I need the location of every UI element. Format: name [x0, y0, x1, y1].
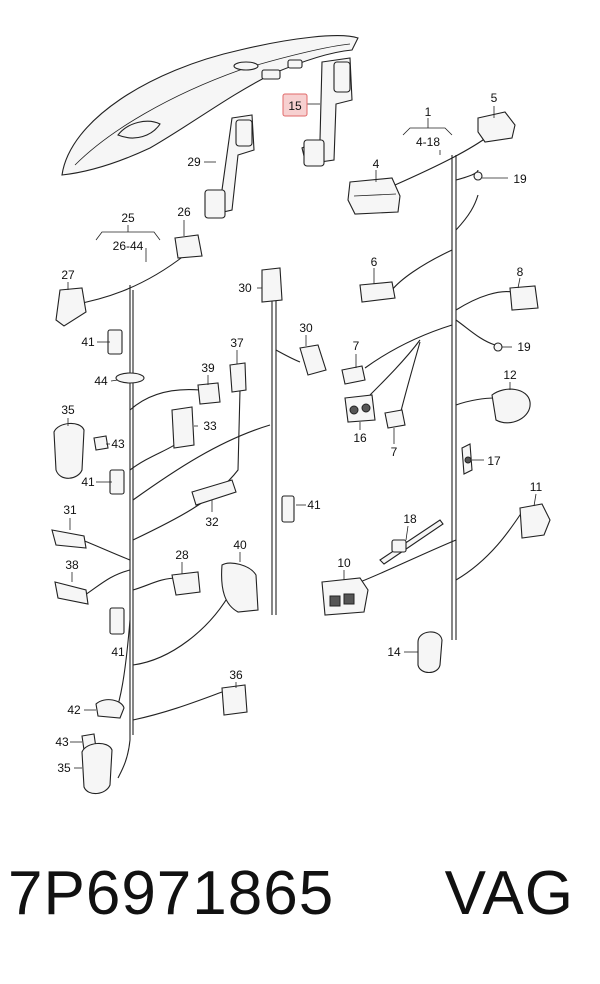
callout-31: 31	[63, 503, 77, 517]
bracket-29	[204, 114, 255, 219]
callout-18: 18	[403, 512, 417, 526]
callout-17: 17	[487, 454, 501, 468]
callout-27: 27	[61, 268, 75, 282]
bracket-15	[301, 57, 353, 167]
callout-11: 11	[530, 480, 543, 494]
callout-5: 5	[491, 91, 498, 105]
callout-41c: 41	[307, 498, 321, 512]
trim-panel	[61, 35, 359, 176]
callout-41a: 41	[81, 335, 95, 349]
callout-40: 40	[233, 538, 247, 552]
brand-name: VAG	[444, 859, 574, 928]
callout-15: 15	[288, 99, 302, 113]
callout-25-range: 26-44	[113, 239, 144, 253]
callout-labels: 1 4-18 5 4 19 6 8 19 7 12 16 7 17 11 18 …	[55, 91, 542, 775]
callout-39: 39	[201, 361, 215, 375]
callout-43a: 43	[111, 437, 125, 451]
highlight-box-15	[282, 93, 308, 117]
callout-35b: 35	[57, 761, 71, 775]
callout-36: 36	[229, 668, 243, 682]
callout-30a: 30	[238, 281, 252, 295]
callout-38: 38	[65, 558, 79, 572]
footer: 7P6971865 VAG	[0, 858, 600, 968]
callout-44: 44	[94, 374, 108, 388]
leader-lines	[67, 103, 537, 769]
callout-26: 26	[177, 205, 191, 219]
callout-28: 28	[175, 548, 189, 562]
callout-1: 1	[425, 105, 432, 119]
part-number: 7P6971865	[8, 859, 335, 928]
callout-19b: 19	[517, 340, 531, 354]
callout-1-range: 4-18	[416, 135, 440, 149]
callout-7b: 7	[391, 445, 398, 459]
components	[51, 111, 551, 795]
callout-35a: 35	[61, 403, 75, 417]
callout-19a: 19	[513, 172, 527, 186]
callout-6: 6	[371, 255, 378, 269]
callout-43b: 43	[55, 735, 69, 749]
callout-4: 4	[373, 157, 380, 171]
callout-8: 8	[517, 265, 524, 279]
callout-29: 29	[187, 155, 201, 169]
callout-10: 10	[337, 556, 351, 570]
callout-37: 37	[230, 336, 244, 350]
callout-42: 42	[67, 703, 81, 717]
callout-30b: 30	[299, 321, 313, 335]
main-harness-wires	[71, 134, 523, 779]
callout-33: 33	[203, 419, 217, 433]
callout-16: 16	[353, 431, 367, 445]
callout-25: 25	[121, 211, 135, 225]
wiring-harness-diagram: 1 4-18 5 4 19 6 8 19 7 12 16 7 17 11 18 …	[51, 35, 551, 795]
callout-7a: 7	[353, 339, 360, 353]
callout-41d: 41	[111, 645, 125, 659]
callout-32: 32	[205, 515, 219, 529]
callout-14: 14	[387, 645, 401, 659]
callout-41b: 41	[81, 475, 95, 489]
callout-12: 12	[503, 368, 517, 382]
